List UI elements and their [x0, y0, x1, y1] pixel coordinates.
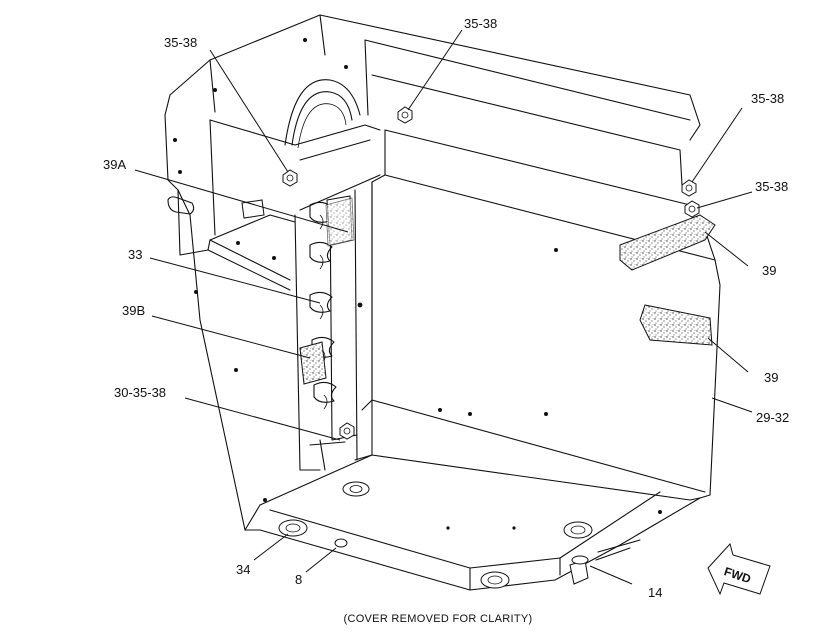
callout-39-lower: 39	[764, 370, 778, 385]
hex-nut-group	[282, 106, 700, 440]
callout-14: 14	[648, 585, 662, 600]
diagram-caption: (COVER REMOVED FOR CLARITY)	[343, 613, 532, 625]
enclosure-drawing	[164, 14, 721, 591]
callout-35-38-right-low: 35-38	[755, 179, 788, 194]
callout-35-38-right: 35-38	[751, 91, 784, 106]
callout-8: 8	[295, 572, 302, 587]
foam-strips	[299, 197, 716, 385]
callout-39-upper: 39	[762, 263, 776, 278]
callout-29-32: 29-32	[756, 410, 789, 425]
leader-lines	[134, 29, 753, 585]
callout-35-38-top: 35-38	[464, 16, 497, 31]
callout-30-35-38: 30-35-38	[114, 385, 166, 400]
callout-39b: 39B	[122, 303, 145, 318]
arrow-shape	[707, 542, 771, 596]
callout-35-38-top-left: 35-38	[164, 35, 197, 50]
callout-33: 33	[128, 247, 142, 262]
breaker-column	[309, 201, 337, 410]
forward-direction-arrow: FWD	[707, 542, 771, 596]
callout-labels: 35-38 35-38 35-38 35-38 39A 33 39 39B 39…	[103, 16, 789, 600]
callout-34: 34	[236, 562, 250, 577]
floor-holes	[278, 481, 593, 589]
drain-fitting	[569, 539, 641, 585]
callout-39a: 39A	[103, 157, 126, 172]
